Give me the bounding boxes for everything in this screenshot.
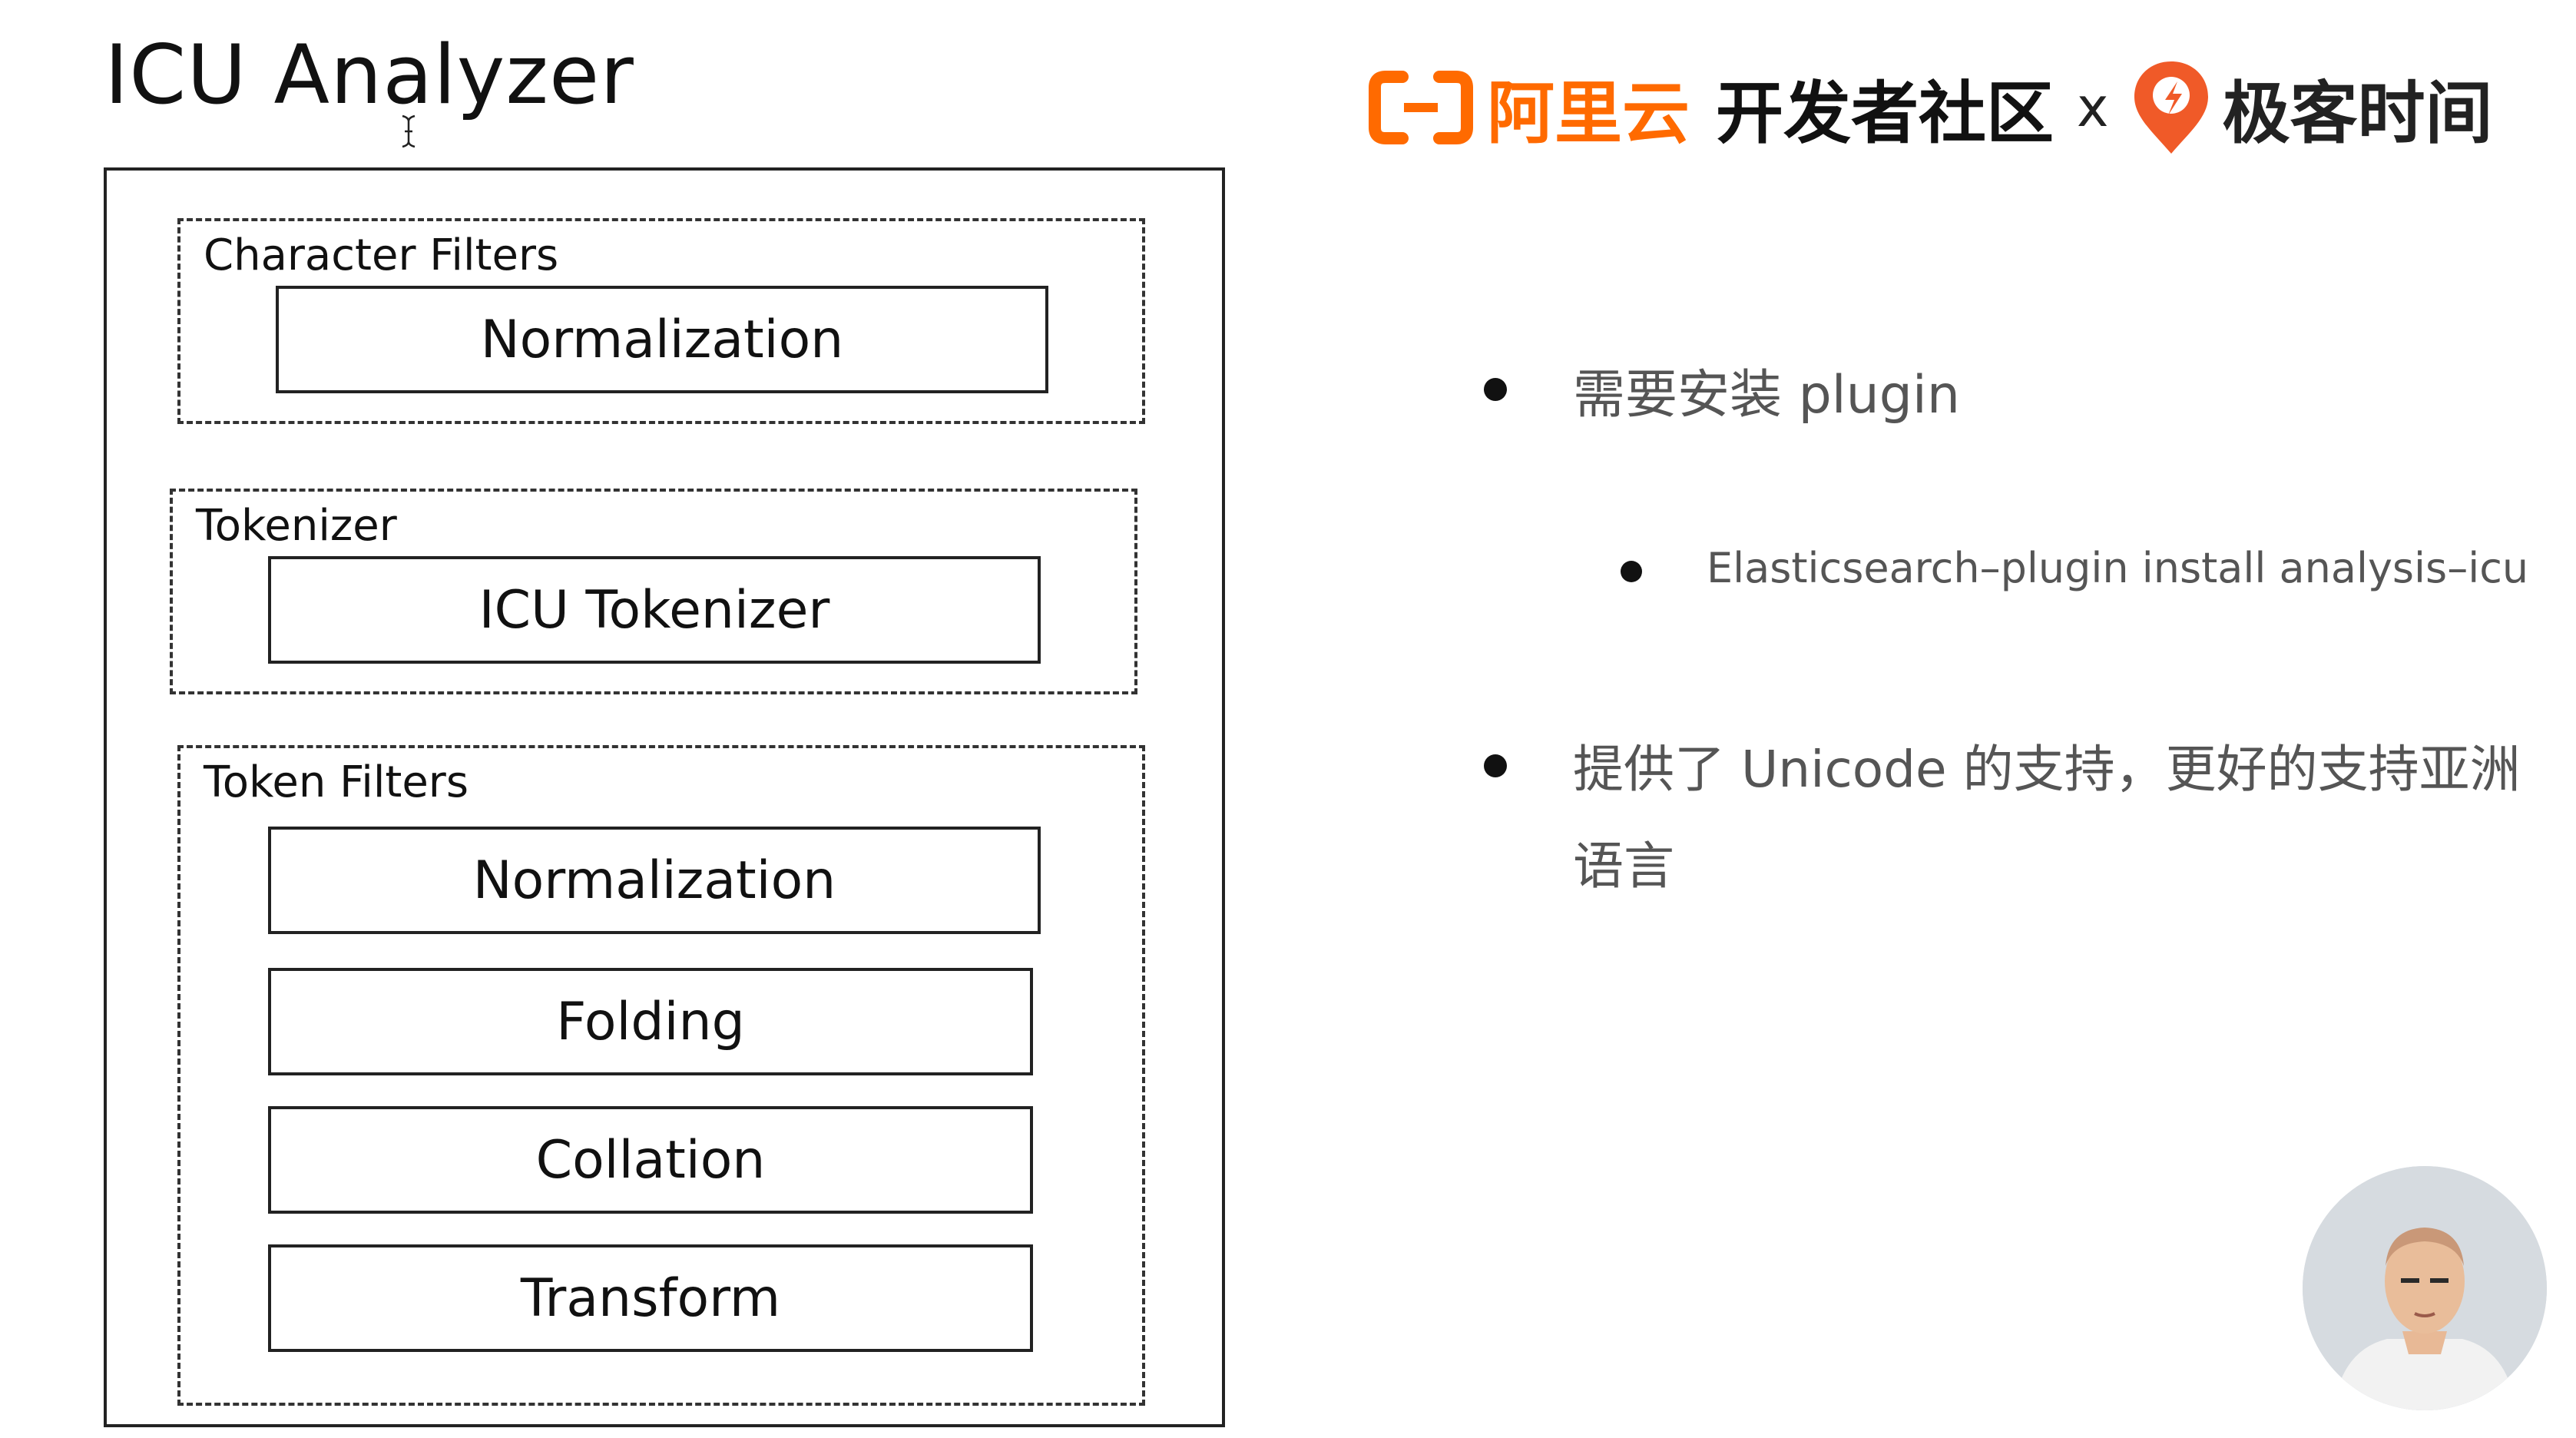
transform-box: Transform <box>268 1244 1033 1352</box>
group-label: Token Filters <box>204 757 469 807</box>
brand-separator: x <box>2077 76 2109 139</box>
group-label: Tokenizer <box>196 501 397 551</box>
branding-bar: 阿里云 开发者社区 x 极客时间 <box>1367 54 2492 161</box>
bullet-dot <box>1484 754 1507 777</box>
bullet-install-plugin: 需要安装 plugin <box>1573 365 1960 426</box>
normalization-char-filter-box: Normalization <box>276 286 1048 393</box>
presenter-webcam <box>2303 1166 2547 1410</box>
group-label: Character Filters <box>204 230 559 280</box>
bullet-install-command: Elasticsearch–plugin install analysis–ic… <box>1707 544 2528 592</box>
aliyun-logo-icon <box>1369 71 1473 144</box>
token-filters-group: Token Filters Normalization Folding Coll… <box>177 745 1145 1406</box>
text-cursor-icon <box>402 114 416 148</box>
icu-tokenizer-box: ICU Tokenizer <box>268 556 1041 664</box>
bullet-unicode-support-line2: 语言 <box>1573 837 1674 896</box>
install-command-text: Elasticsearch–plugin install analysis–ic… <box>1707 544 2529 592</box>
sub-bullet-dot <box>1621 561 1642 582</box>
tokenizer-group: Tokenizer ICU Tokenizer <box>170 489 1137 694</box>
normalization-token-filter-box: Normalization <box>268 827 1041 934</box>
aliyun-logo-text: 阿里云 <box>1487 73 1690 153</box>
collation-box: Collation <box>268 1106 1033 1214</box>
geektime-logo-icon <box>2134 61 2209 154</box>
folding-box: Folding <box>268 968 1033 1075</box>
icu-analyzer-diagram: Character Filters Normalization Tokenize… <box>104 167 1225 1427</box>
slide-title: ICU Analyzer <box>104 28 634 122</box>
character-filters-group: Character Filters Normalization <box>177 218 1145 424</box>
developer-community-text: 开发者社区 <box>1716 73 2055 153</box>
bullet-unicode-support-line1: 提供了 Unicode 的支持，更好的支持亚洲 <box>1573 740 2521 799</box>
presenter-avatar <box>2303 1166 2547 1410</box>
bullet-dot <box>1484 378 1507 401</box>
geektime-logo-text: 极客时间 <box>2222 73 2493 153</box>
